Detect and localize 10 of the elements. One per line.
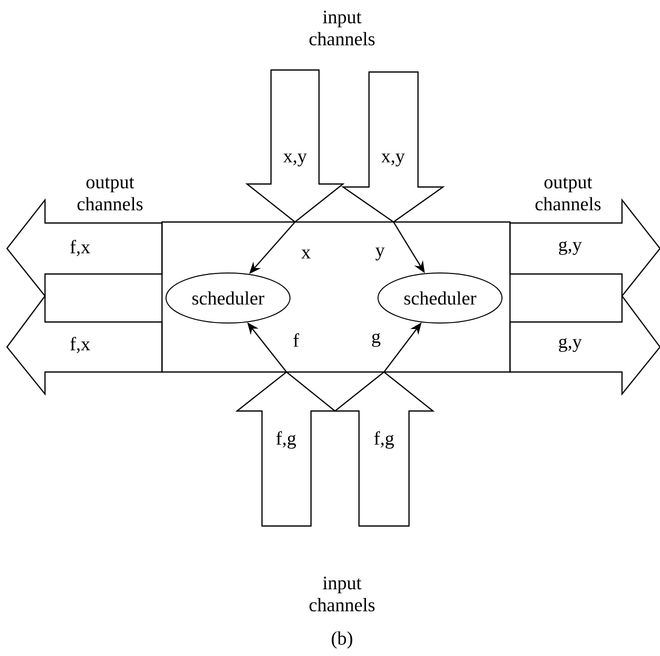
channel-label: input channels: [310, 576, 375, 612]
edge-label: g: [370, 332, 382, 348]
channel-label: input channels: [310, 10, 375, 46]
channel-label: output channels: [536, 178, 601, 210]
caption: (b): [332, 631, 352, 649]
edge-label: y: [374, 246, 386, 262]
channel-box: [161, 221, 511, 373]
edge-label: f: [292, 332, 300, 348]
channel-label: output channels: [78, 178, 143, 210]
edge-label: x: [300, 248, 312, 260]
